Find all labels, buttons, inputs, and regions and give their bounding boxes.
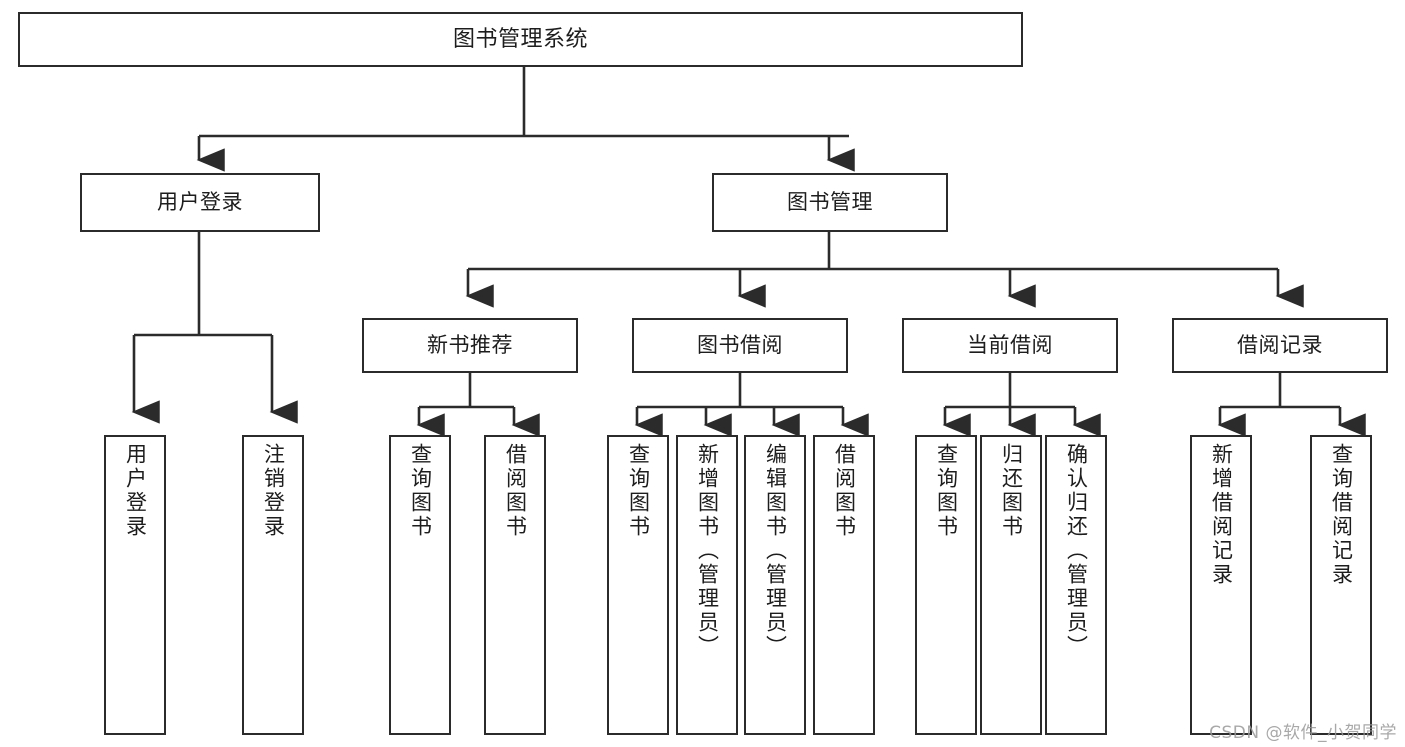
node-current-borrow-label: 当前借阅 [967,333,1053,358]
node-book-borrow-label: 图书借阅 [697,333,783,358]
node-user-login[interactable]: 用户登录 [80,173,320,232]
leaf-query-record[interactable]: 查询借阅记录 [1310,435,1372,735]
leaf-confirm-return[interactable]: 确认归还（管理员） [1045,435,1107,735]
leaf-add-record-label: 新增借阅记录 [1209,443,1234,587]
leaf-query-record-label: 查询借阅记录 [1329,443,1354,587]
node-user-login-label: 用户登录 [157,190,243,215]
leaf-query-book-3-label: 查询图书 [934,443,959,539]
node-borrow-record[interactable]: 借阅记录 [1172,318,1388,373]
node-current-borrow[interactable]: 当前借阅 [902,318,1118,373]
leaf-user-login-label: 用户登录 [123,443,148,539]
leaf-add-record[interactable]: 新增借阅记录 [1190,435,1252,735]
leaf-borrow-book-2-label: 借阅图书 [832,443,857,539]
leaf-query-book-2-label: 查询图书 [626,443,651,539]
leaf-logout-label: 注销登录 [261,443,286,539]
node-book-management[interactable]: 图书管理 [712,173,948,232]
node-book-borrow[interactable]: 图书借阅 [632,318,848,373]
leaf-add-book[interactable]: 新增图书（管理员） [676,435,738,735]
watermark: CSDN @软件_小贺同学 [1209,723,1397,743]
leaf-borrow-book-2[interactable]: 借阅图书 [813,435,875,735]
leaf-edit-book-label: 编辑图书（管理员） [763,443,788,659]
leaf-query-book-1-label: 查询图书 [408,443,433,539]
node-book-management-label: 图书管理 [787,190,873,215]
leaf-query-book-1[interactable]: 查询图书 [389,435,451,735]
leaf-logout[interactable]: 注销登录 [242,435,304,735]
leaf-query-book-2[interactable]: 查询图书 [607,435,669,735]
leaf-edit-book[interactable]: 编辑图书（管理员） [744,435,806,735]
node-new-book-recommend-label: 新书推荐 [427,333,513,358]
node-root[interactable]: 图书管理系统 [18,12,1023,67]
leaf-return-book[interactable]: 归还图书 [980,435,1042,735]
leaf-borrow-book-1-label: 借阅图书 [503,443,528,539]
leaf-query-book-3[interactable]: 查询图书 [915,435,977,735]
node-new-book-recommend[interactable]: 新书推荐 [362,318,578,373]
leaf-add-book-label: 新增图书（管理员） [695,443,720,659]
node-borrow-record-label: 借阅记录 [1237,333,1323,358]
leaf-borrow-book-1[interactable]: 借阅图书 [484,435,546,735]
leaf-confirm-return-label: 确认归还（管理员） [1064,443,1089,659]
leaf-return-book-label: 归还图书 [999,443,1024,539]
node-root-label: 图书管理系统 [452,26,588,52]
leaf-user-login[interactable]: 用户登录 [104,435,166,735]
